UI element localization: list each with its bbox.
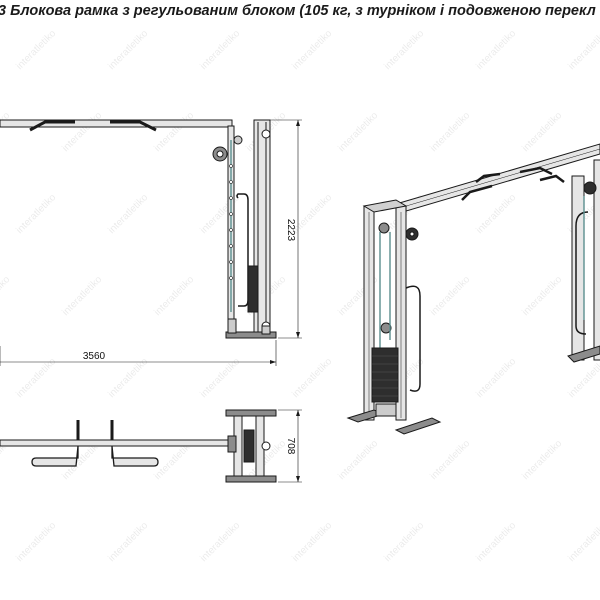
watermark-text: interatletiko: [474, 28, 518, 72]
watermark-text: interatletiko: [106, 192, 150, 236]
watermark-text: interatletiko: [198, 28, 242, 72]
watermark-text: interatletiko: [336, 110, 380, 154]
watermark-text: interatletiko: [198, 520, 242, 564]
watermark-text: interatletiko: [428, 438, 472, 482]
watermark-text: interatletiko: [336, 438, 380, 482]
watermark-text: interatletiko: [14, 356, 58, 400]
watermark-text: interatletiko: [382, 520, 426, 564]
height-dimension-label: 2223: [285, 219, 296, 242]
watermark-text: interatletiko: [106, 28, 150, 72]
watermark-text: interatletiko: [14, 192, 58, 236]
watermark-text: interatletiko: [198, 356, 242, 400]
watermark-text: interatletiko: [106, 520, 150, 564]
watermark-text: interatletiko: [566, 520, 600, 564]
watermark-text: interatletiko: [198, 192, 242, 236]
watermark-text: interatletiko: [152, 274, 196, 318]
watermark-text: interatletiko: [566, 28, 600, 72]
length-dimension-label: 3560: [83, 351, 106, 362]
watermark-text: interatletiko: [290, 520, 334, 564]
watermark-text: interatletiko: [290, 356, 334, 400]
watermark-text: interatletiko: [152, 110, 196, 154]
watermark-text: interatletiko: [14, 28, 58, 72]
watermark-text: interatletiko: [474, 192, 518, 236]
watermark-text: interatletiko: [0, 274, 13, 318]
watermark-text: interatletiko: [566, 356, 600, 400]
watermark-text: interatletiko: [520, 110, 564, 154]
watermark-text: interatletiko: [60, 274, 104, 318]
watermark-text: interatletiko: [0, 110, 13, 154]
top-view: [0, 409, 302, 483]
isometric-view: [346, 143, 600, 435]
drawing-title: 3 Блокова рамка з регульованим блоком (1…: [0, 3, 596, 19]
watermark-text: interatletiko: [14, 520, 58, 564]
watermark-text: interatletiko: [290, 28, 334, 72]
watermark-text: interatletiko: [520, 438, 564, 482]
watermark-text: interatletiko: [382, 28, 426, 72]
depth-dimension-label: 708: [285, 438, 296, 455]
side-view: [0, 119, 302, 366]
watermark-text: interatletiko: [474, 520, 518, 564]
watermark-text: interatletiko: [106, 356, 150, 400]
watermark-text: interatletiko: [60, 110, 104, 154]
watermark-text: interatletiko: [474, 356, 518, 400]
watermark-text: interatletiko: [428, 110, 472, 154]
watermark-text: interatletiko: [520, 274, 564, 318]
watermark-text: interatletiko: [428, 274, 472, 318]
